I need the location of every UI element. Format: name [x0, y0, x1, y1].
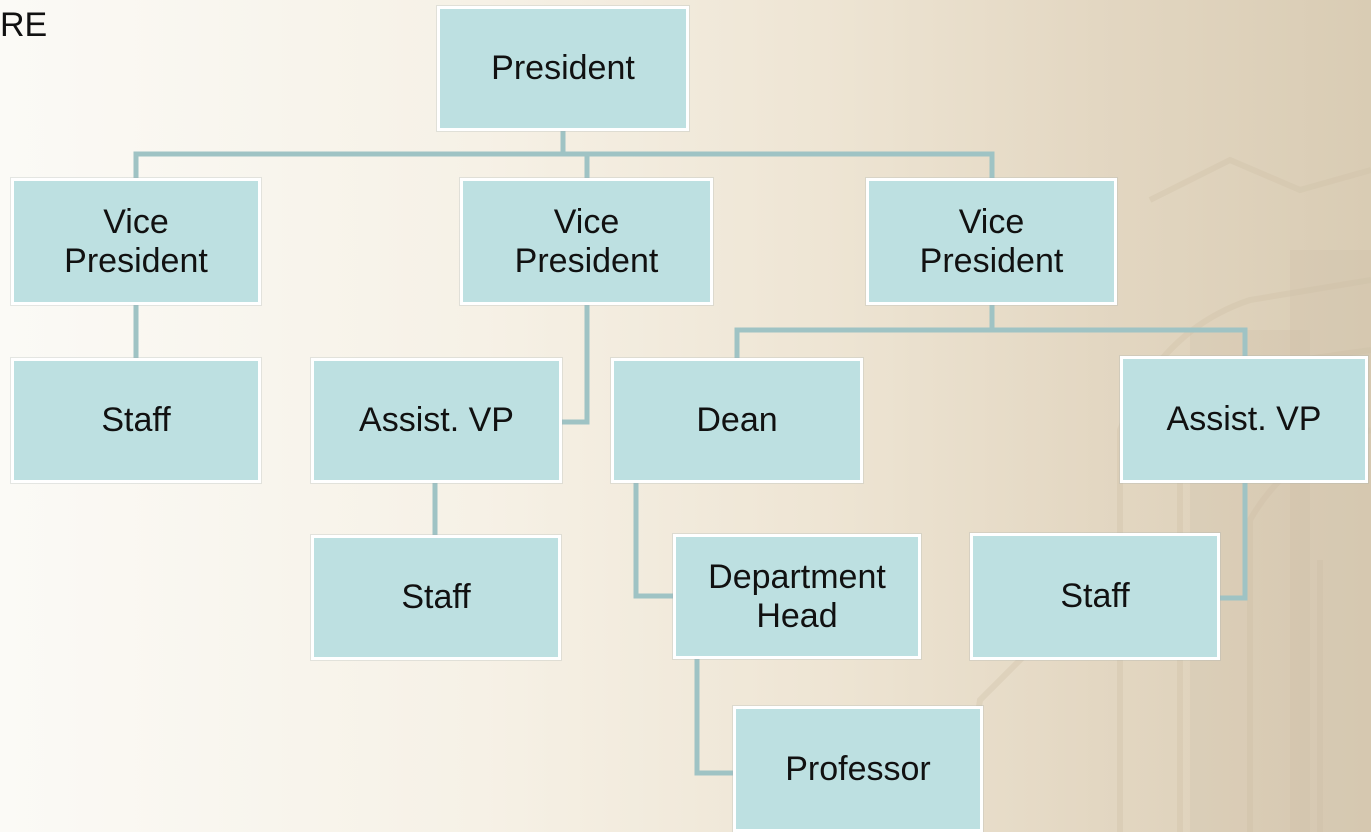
- node-dean-label: Dean: [696, 401, 778, 440]
- node-assist-vp-right: Assist. VP: [1120, 356, 1368, 483]
- node-vp-left: Vice President: [11, 178, 261, 305]
- node-professor: Professor: [733, 706, 983, 832]
- connector-dean-to-dept-head: [633, 480, 678, 599]
- connector-vp-right-to-children: [734, 302, 1248, 363]
- node-staff-left: Staff: [11, 358, 261, 483]
- node-vp-left-label: Vice President: [64, 203, 208, 280]
- corner-title-text: RE: [0, 6, 48, 44]
- connector-president-to-vps: [133, 128, 995, 181]
- node-department-head: Department Head: [673, 534, 921, 659]
- node-dean: Dean: [611, 358, 863, 483]
- node-staff-middle: Staff: [311, 535, 561, 660]
- connector-dept-head-to-professor: [694, 651, 739, 776]
- node-department-head-label: Department Head: [708, 558, 886, 635]
- node-vp-right: Vice President: [866, 178, 1117, 305]
- node-assist-vp-middle: Assist. VP: [311, 358, 562, 483]
- node-staff-middle-label: Staff: [401, 578, 471, 617]
- node-staff-right-label: Staff: [1060, 577, 1130, 616]
- node-staff-left-label: Staff: [101, 401, 171, 440]
- node-vp-right-label: Vice President: [919, 203, 1064, 280]
- node-president-label: President: [491, 49, 635, 88]
- node-vp-middle-label: Vice President: [514, 203, 659, 280]
- node-staff-right: Staff: [970, 533, 1220, 660]
- node-assist-vp-middle-label: Assist. VP: [359, 401, 514, 440]
- node-professor-label: Professor: [785, 749, 931, 788]
- node-president: President: [437, 6, 689, 131]
- connector-vp-middle-to-assist-vp: [557, 302, 590, 425]
- node-vp-middle: Vice President: [460, 178, 713, 305]
- connector-assist-vp-right-to-staff: [1215, 480, 1248, 601]
- node-assist-vp-right-label: Assist. VP: [1166, 400, 1322, 439]
